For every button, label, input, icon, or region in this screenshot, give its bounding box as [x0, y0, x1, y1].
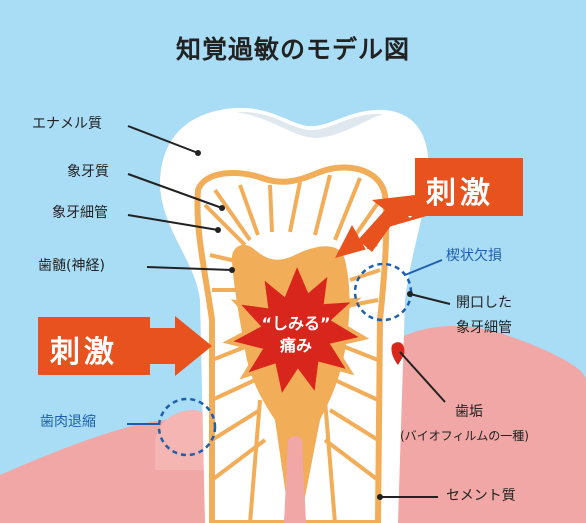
stimulus-arrow-left — [150, 316, 212, 376]
stimulus-box-left — [38, 317, 150, 375]
gum-right — [380, 326, 586, 523]
dentinal-tubules — [203, 174, 382, 523]
enamel-shade — [236, 111, 383, 138]
stimulus-arrow-right-head — [358, 195, 415, 252]
pulp-canal — [284, 436, 306, 523]
label-gum-recession: 歯肉退縮 — [40, 414, 96, 430]
label-dentinal-tubule: 象牙細管 — [52, 205, 108, 221]
stimulus-label-left: 刺激 — [50, 335, 118, 370]
label-dots — [195, 150, 413, 500]
label-wedge-defect: 楔状欠損 — [446, 248, 502, 264]
leader-line-wedge — [404, 259, 443, 276]
pain-label-line2: 痛み — [279, 336, 312, 355]
plaque — [391, 342, 405, 365]
diagram-title: 知覚過敏のモデル図 — [175, 35, 410, 64]
label-cementum: セメント質 — [446, 488, 516, 504]
stimulus-box-right — [415, 158, 523, 216]
label-enamel: エナメル質 — [32, 116, 102, 132]
label-pulp: 歯髄(神経) — [38, 258, 105, 274]
label-plaque-1: 歯垢 — [455, 404, 483, 420]
pain-burst — [222, 256, 370, 404]
label-plaque-2: (バイオフィルムの一種) — [400, 429, 529, 443]
label-open-tubule-2: 象牙細管 — [456, 320, 512, 336]
gum-recession-circle — [157, 397, 217, 457]
gum-left-top — [155, 410, 215, 470]
stimulus-label-right: 刺激 — [426, 176, 494, 211]
pain-label-line1: “しみる” — [261, 314, 331, 333]
label-open-tubule-1: 開口した — [456, 295, 512, 311]
label-dentin: 象牙質 — [67, 164, 109, 180]
leader-lines — [127, 125, 451, 498]
